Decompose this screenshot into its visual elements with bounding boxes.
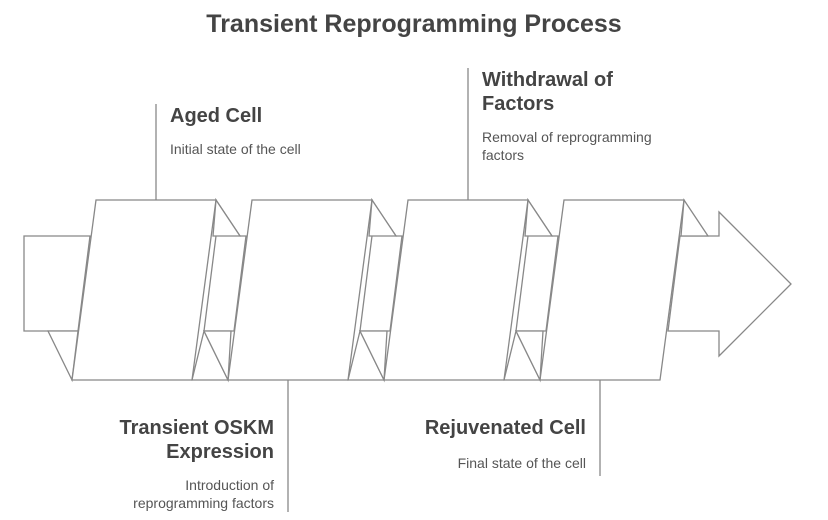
stage-label-aged-cell: Aged Cell Initial state of the cell bbox=[170, 104, 301, 158]
fold-lower bbox=[202, 330, 232, 383]
stage-title-line: Expression bbox=[166, 441, 274, 463]
stage-description-line: factors bbox=[482, 147, 525, 163]
stage-label-rejuvenated: Rejuvenated Cell Final state of the cell bbox=[346, 416, 586, 472]
stage-label-oskm: Transient OSKM Expression Introduction o… bbox=[34, 416, 274, 512]
fold-upper bbox=[368, 198, 398, 237]
stage-title: Rejuvenated Cell bbox=[424, 417, 586, 439]
stage-description: Initial state of the cell bbox=[170, 141, 301, 157]
stage-title: Aged Cell bbox=[170, 105, 263, 127]
stage-title-line: Factors bbox=[482, 93, 555, 115]
stage-panel-3 bbox=[383, 199, 529, 381]
stage-description-line: Introduction of bbox=[185, 477, 274, 493]
fold-lower bbox=[514, 330, 544, 383]
stage-description: Final state of the cell bbox=[457, 455, 586, 471]
stage-title-line: Transient OSKM bbox=[119, 417, 274, 439]
stage-title-line: Withdrawal of bbox=[482, 69, 613, 91]
fold-upper bbox=[212, 198, 242, 237]
stage-label-withdrawal: Withdrawal of Factors Removal of reprogr… bbox=[482, 68, 652, 164]
diagram-title: Transient Reprogramming Process bbox=[206, 10, 622, 38]
stage-panel-1 bbox=[71, 199, 217, 381]
fold-lower bbox=[358, 330, 388, 383]
stage-panel-4 bbox=[539, 199, 685, 381]
stage-panel-2 bbox=[227, 199, 373, 381]
fold-upper bbox=[524, 198, 554, 237]
arrow-head bbox=[667, 210, 792, 358]
stage-description-line: reprogramming factors bbox=[133, 495, 274, 511]
stage-description-line: Removal of reprogramming bbox=[482, 129, 652, 145]
fold-upper bbox=[680, 198, 710, 237]
